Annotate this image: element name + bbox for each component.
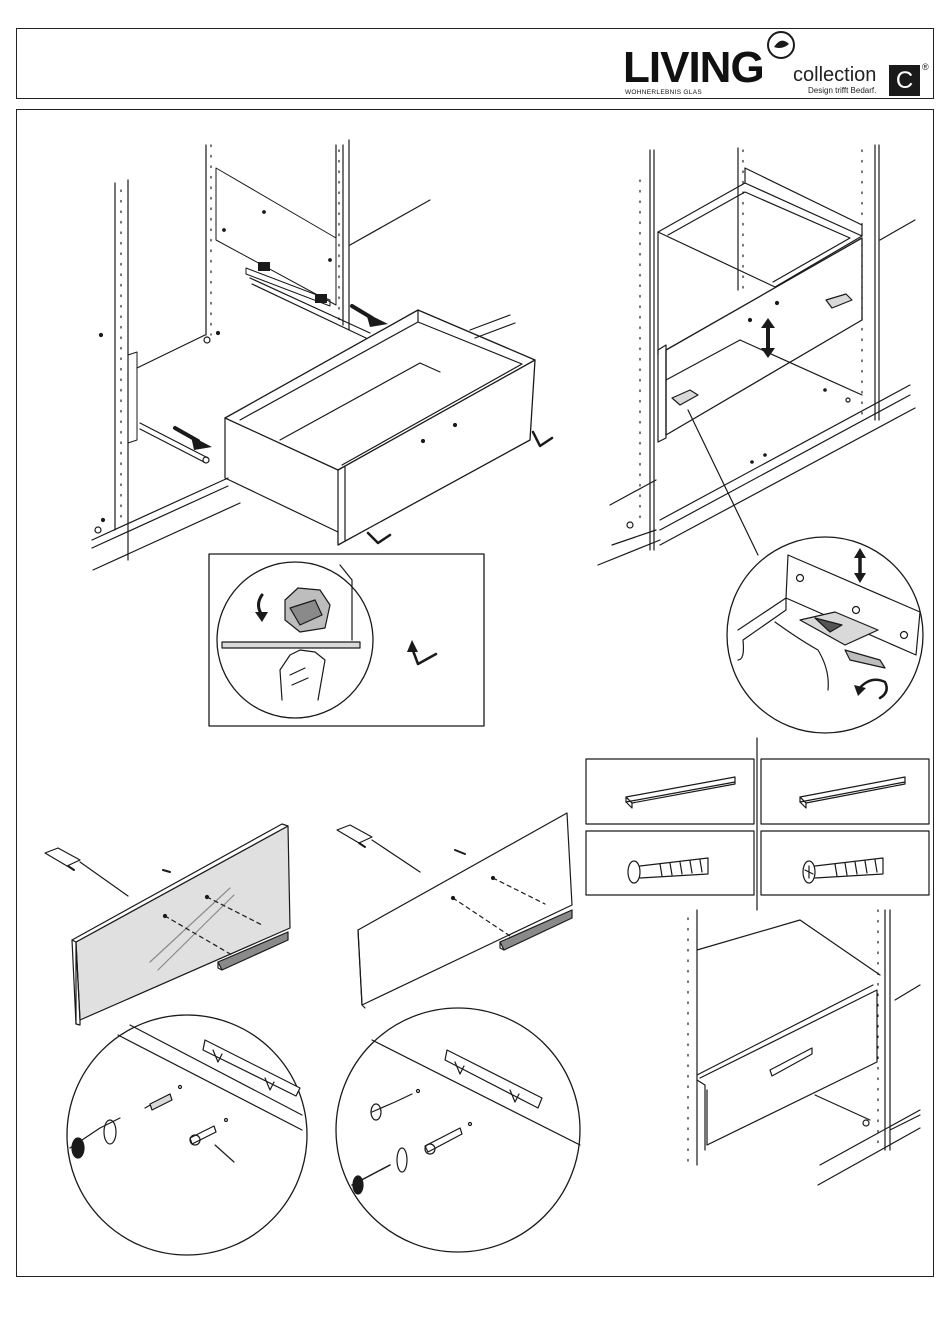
logo-swirl-icon — [768, 32, 794, 58]
option-screw-short — [586, 831, 754, 895]
step-height-adjust — [598, 145, 915, 565]
detail-handle-wood — [336, 1008, 580, 1252]
detail-drawer-release — [209, 554, 484, 726]
step-handle-wood — [337, 813, 572, 1008]
detail-handle-glass — [67, 1015, 307, 1255]
step-drawer-insert — [92, 140, 552, 570]
option-screw-cross — [761, 831, 929, 895]
option-handle-long — [586, 759, 754, 824]
step-finished — [688, 910, 920, 1185]
option-handle-short — [761, 759, 929, 824]
step-handle-glass — [45, 824, 290, 1025]
detail-height-adjuster — [727, 537, 923, 733]
